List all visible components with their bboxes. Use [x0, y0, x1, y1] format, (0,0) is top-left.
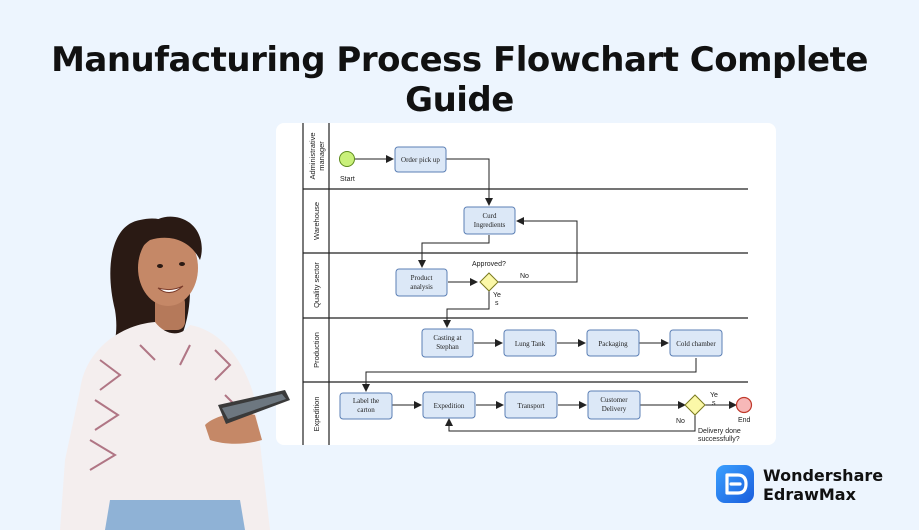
approved-decision: [479, 272, 499, 292]
flowchart-diagram: Administrativemanager Warehouse Quality …: [302, 123, 753, 445]
packaging-box: [586, 329, 640, 357]
connectors: [355, 155, 737, 432]
page-title: Manufacturing Process Flowchart Complete…: [51, 40, 868, 120]
no-label-approved: No: [520, 273, 529, 280]
end-label: End: [738, 417, 751, 424]
lane-label-expedition: Expedition: [312, 396, 321, 431]
lane-label-production: Production: [312, 332, 321, 368]
product-analysis-box: [395, 268, 448, 297]
lane-label-warehouse: Warehouse: [312, 202, 321, 240]
expedition-box: [422, 391, 476, 419]
lung-tank-box: [503, 329, 557, 357]
casting-stephan-box: [421, 328, 474, 358]
woman-with-tablet-illustration: [60, 216, 290, 530]
delivery-decision: [684, 394, 706, 416]
lane-label-quality-sector: Quality sector: [312, 262, 321, 308]
end-node: [735, 396, 753, 414]
swimlane-grid: [302, 123, 748, 445]
edrawmax-logo-icon: [716, 465, 754, 503]
no-label-delivery: No: [676, 418, 685, 425]
order-pickup-label: Order pick up: [401, 156, 440, 164]
transport-box: [504, 391, 558, 419]
approved-question-label: Approved?: [472, 261, 506, 268]
start-label: Start: [340, 176, 355, 183]
cold-chamber-box: [669, 329, 723, 357]
packaging-label: Packaging: [598, 340, 628, 348]
transport-label: Transport: [518, 402, 545, 410]
curd-ingredients-box: [463, 206, 516, 235]
expedition-label: Expedition: [434, 402, 465, 410]
label-carton-box: [339, 392, 393, 420]
brand-name-line1: Wondershare: [763, 466, 884, 485]
order-pickup-box: [394, 146, 447, 173]
cold-chamber-label: Cold chamber: [676, 340, 716, 348]
customer-delivery-box: [587, 390, 641, 420]
flowchart-card: Administrativemanager Warehouse Quality …: [276, 123, 776, 445]
lane-label-administrative-manager: Administrativemanager: [308, 132, 326, 179]
brand-name-line2: EdrawMax: [763, 485, 856, 504]
start-node: [339, 151, 355, 167]
brand-block: Wondershare EdrawMax: [716, 464, 906, 506]
lung-tank-label: Lung Tank: [515, 340, 546, 348]
